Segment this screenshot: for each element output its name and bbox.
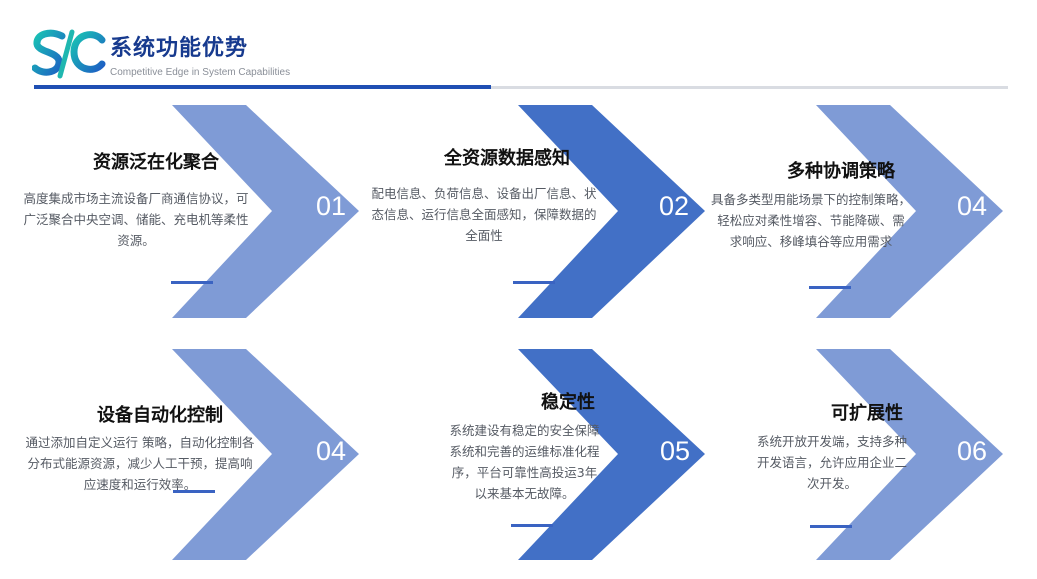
- feature-description: 系统建设有稳定的安全保障系统和完善的运维标准化程序，平台可靠性高投运3年以来基本…: [449, 423, 600, 501]
- accent-bar: [513, 281, 555, 284]
- feature-title: 多种协调策略: [787, 161, 895, 182]
- accent-bar: [511, 524, 553, 527]
- header-divider-accent: [34, 85, 491, 89]
- accent-bar: [171, 281, 213, 284]
- header-divider: [34, 86, 1008, 89]
- feature-number: 04: [316, 436, 347, 466]
- feature-title: 稳定性: [541, 392, 595, 413]
- accent-bar: [809, 286, 851, 289]
- accent-bar: [810, 525, 852, 528]
- feature-description: 配电信息、负荷信息、设备出厂信息、状态信息、运行信息全面感知，保障数据的全面性: [371, 186, 597, 243]
- page-subtitle: Competitive Edge in System Capabilities: [110, 67, 291, 78]
- feature-number: 05: [660, 436, 691, 466]
- feature-number: 01: [316, 191, 347, 221]
- feature-number: 04: [957, 191, 988, 221]
- sc-logo: [32, 29, 106, 79]
- feature-description: 通过添加自定义运行 策略，自动化控制各分布式能源资源，减少人工干预，提高响应速度…: [25, 435, 255, 492]
- feature-description: 系统开放开发端，支持多种开发语言，允许应用企业二次开发。: [756, 434, 907, 491]
- feature-title: 全资源数据感知: [444, 148, 570, 169]
- feature-title: 可扩展性: [831, 403, 903, 424]
- page-title: 系统功能优势: [110, 36, 249, 61]
- feature-title: 资源泛在化聚合: [93, 152, 219, 173]
- feature-number: 02: [659, 191, 690, 221]
- accent-bar: [173, 490, 215, 493]
- feature-title: 设备自动化控制: [97, 405, 223, 426]
- feature-description: 具备多类型用能场景下的控制策略，轻松应对柔性增容、节能降碳、需求响应、移峰填谷等…: [710, 192, 911, 249]
- page-header: 系统功能优势 Competitive Edge in System Capabi…: [0, 0, 1037, 95]
- feature-number: 06: [957, 436, 988, 466]
- feature-description: 高度集成市场主流设备厂商通信协议，可广泛聚合中央空调、储能、充电机等柔性资源。: [23, 191, 249, 248]
